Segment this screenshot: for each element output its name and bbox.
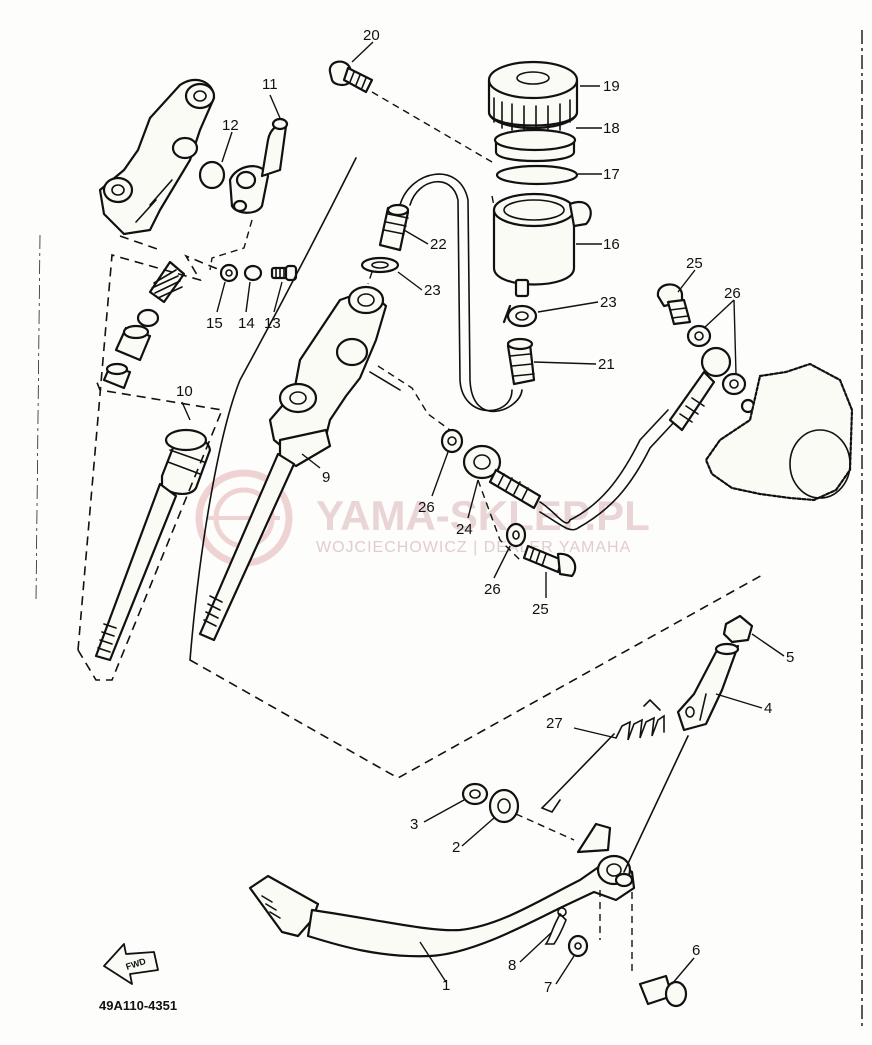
washer-26-right-a	[686, 324, 712, 348]
dash-box-10b	[77, 379, 224, 681]
callout-12: 12	[222, 117, 239, 134]
pivot-pin-6	[638, 974, 688, 1008]
reservoir-hose-outer	[399, 173, 523, 413]
bolt-25-lower	[522, 544, 577, 578]
leader-clevis	[623, 735, 689, 873]
watermark: YAMA-SKLEP.PL WOJCIECHOWICZ | DEALER YAM…	[195, 469, 650, 567]
dash-banjo-lower	[477, 479, 523, 563]
callout-19: 19	[603, 78, 620, 95]
callout-26-lower: 26	[484, 581, 501, 598]
scan-mark	[35, 234, 41, 601]
callout-14: 14	[238, 315, 255, 332]
callout-23-lower: 23	[600, 294, 617, 311]
washer-14	[243, 264, 263, 282]
washer-26-lower	[505, 522, 527, 548]
piston-kit-10	[94, 260, 212, 662]
watermark-sub: WOJCIECHOWICZ | DEALER YAMAHA	[316, 539, 631, 556]
washer-26-center	[440, 428, 464, 454]
dash-box-10a	[77, 253, 221, 651]
dash-link-body	[119, 235, 161, 251]
brake-hose	[539, 409, 669, 524]
bolt-25-upper	[656, 283, 692, 326]
callout-9: 9	[322, 469, 330, 486]
reservoir-cap-19	[487, 60, 579, 133]
cotter-pin-8	[544, 907, 567, 945]
brake-hose-2	[539, 419, 677, 531]
dash-link-20	[371, 91, 495, 207]
callout-20: 20	[363, 27, 380, 44]
dash-banjo	[377, 365, 451, 431]
callout-7: 7	[544, 979, 552, 996]
screw-13	[270, 264, 298, 282]
callout-5: 5	[786, 649, 794, 666]
callout-18: 18	[603, 120, 620, 137]
callout-22: 22	[430, 236, 447, 253]
callout-15: 15	[206, 315, 223, 332]
pedal-1	[248, 822, 636, 958]
clevis-4	[676, 642, 740, 732]
clip-23-upper	[360, 256, 400, 274]
reservoir-16	[492, 192, 592, 298]
callout-13: 13	[264, 315, 281, 332]
banjo-24	[462, 444, 542, 510]
dash-pin	[599, 890, 633, 976]
callout-26-center: 26	[418, 499, 435, 516]
master-cylinder-9	[189, 157, 401, 661]
callout-10: 10	[176, 383, 193, 400]
dash-link-22	[367, 271, 373, 285]
callout-25-lower: 25	[532, 601, 549, 618]
hose-fitting-22	[378, 203, 410, 252]
diagram-code: 49A110-4351	[99, 998, 177, 1013]
washer-2	[488, 788, 520, 824]
reservoir-hose-inner	[409, 181, 513, 412]
callout-27: 27	[546, 715, 563, 732]
washer-7	[567, 934, 589, 958]
nut-3	[461, 782, 489, 806]
hose-fitting-21	[506, 337, 536, 386]
callout-16: 16	[603, 236, 620, 253]
watermark-main: YAMA-SKLEP.PL	[316, 492, 650, 539]
dash-washer	[515, 813, 575, 841]
callout-11: 11	[262, 76, 278, 93]
fwd-arrow-icon: FWD	[103, 943, 159, 985]
banjo-right	[668, 346, 732, 432]
dash-pedal-link	[189, 573, 765, 779]
clip-23-lower	[502, 304, 538, 328]
callout-8: 8	[508, 957, 516, 974]
callout-23-upper: 23	[424, 282, 441, 299]
callout-21: 21	[598, 356, 615, 373]
spring-27	[540, 698, 665, 813]
o-ring-12	[198, 160, 226, 190]
callout-26-right: 26	[724, 285, 741, 302]
washer-26-right-b	[721, 372, 747, 396]
callout-labels: 11 12 15 14 13 10 9 20 19 18 17 16 22 23…	[176, 27, 794, 996]
callout-25-upper: 25	[686, 255, 703, 272]
callout-6: 6	[692, 942, 700, 959]
callout-17: 17	[603, 166, 620, 183]
diaphragm-17	[495, 164, 579, 186]
rear-master-cylinder-bracket	[98, 78, 216, 236]
callout-4: 4	[764, 700, 772, 717]
callout-2: 2	[452, 839, 460, 856]
dash-link-11	[209, 219, 253, 271]
washer-15	[219, 263, 239, 283]
callout-1: 1	[442, 977, 450, 994]
caliper-outline	[704, 362, 854, 502]
nut-5	[722, 614, 754, 644]
callout-24: 24	[456, 521, 473, 538]
leader-lines	[181, 41, 785, 985]
callout-3: 3	[410, 816, 418, 833]
hose-joint-11	[228, 117, 289, 214]
bolt-20	[328, 60, 374, 94]
